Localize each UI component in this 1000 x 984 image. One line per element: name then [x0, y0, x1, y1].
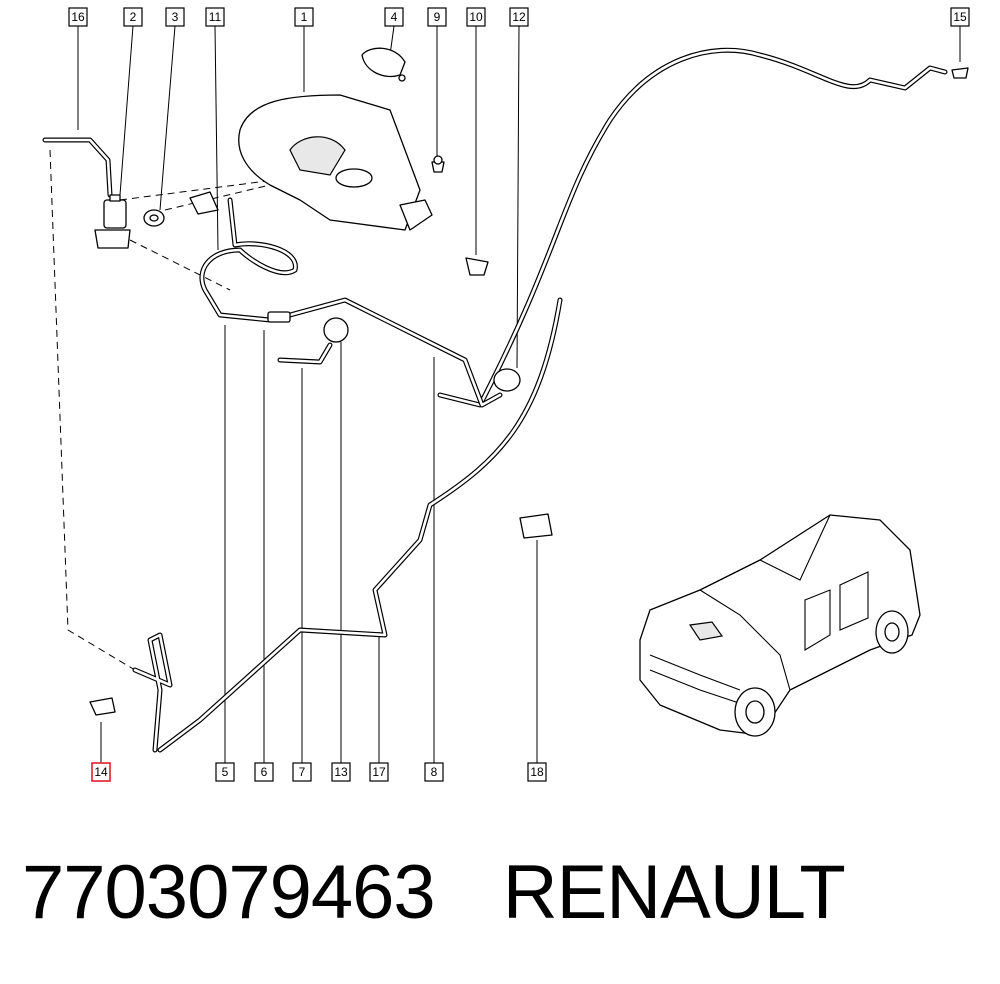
brand-name: RENAULT [502, 850, 846, 935]
callout-5: 5 [215, 762, 235, 782]
callout-11: 11 [205, 7, 225, 27]
callout-8: 8 [424, 762, 444, 782]
nozzle-15 [951, 67, 969, 79]
callout-7: 7 [292, 762, 312, 782]
part-number: 7703079463 [22, 850, 436, 935]
svg-text:5: 5 [222, 765, 229, 779]
callout-16: 16 [68, 7, 88, 27]
callout-9: 9 [427, 7, 447, 27]
svg-text:13: 13 [334, 765, 348, 779]
svg-text:8: 8 [431, 765, 438, 779]
svg-text:3: 3 [172, 10, 179, 24]
callout-17: 17 [369, 762, 389, 782]
svg-text:9: 9 [434, 10, 441, 24]
check-valve [189, 191, 219, 215]
nozzle-12 [493, 368, 521, 392]
assembly-dashed-lines [49, 149, 291, 671]
vehicle-illustration [639, 514, 921, 737]
callout-18: 18 [527, 762, 547, 782]
svg-text:11: 11 [209, 10, 222, 24]
callout-12: 12 [509, 7, 529, 27]
callout-1: 1 [294, 7, 314, 27]
leader-lines [77, 25, 961, 763]
part-18 [519, 513, 553, 539]
pump-seal [143, 209, 165, 227]
footer-caption: 7703079463 RENAULT [22, 850, 846, 935]
callout-10: 10 [466, 7, 486, 27]
callout-14: 14 [91, 762, 111, 782]
svg-text:14: 14 [94, 765, 108, 779]
svg-text:2: 2 [130, 10, 137, 24]
nozzle-13 [323, 317, 349, 343]
callout-4: 4 [384, 7, 404, 27]
reservoir-cap [361, 47, 406, 82]
callout-2: 2 [123, 7, 143, 27]
callout-13: 13 [331, 762, 351, 782]
svg-text:12: 12 [512, 10, 526, 24]
part-14 [89, 697, 116, 716]
connector-6 [267, 311, 291, 323]
callout-15: 15 [950, 7, 970, 27]
callout-3: 3 [165, 7, 185, 27]
svg-text:4: 4 [391, 10, 398, 24]
hose-network [42, 47, 948, 753]
svg-text:15: 15 [953, 10, 967, 24]
clip-9 [431, 155, 445, 173]
grommet-10 [465, 257, 489, 276]
svg-text:18: 18 [530, 765, 544, 779]
svg-text:17: 17 [372, 765, 386, 779]
washer-pump [94, 194, 131, 249]
svg-text:7: 7 [299, 765, 306, 779]
svg-text:10: 10 [469, 10, 483, 24]
callout-6: 6 [254, 762, 274, 782]
svg-text:6: 6 [261, 765, 268, 779]
svg-text:16: 16 [71, 10, 85, 24]
washer-reservoir [238, 94, 433, 231]
svg-text:1: 1 [301, 10, 308, 24]
